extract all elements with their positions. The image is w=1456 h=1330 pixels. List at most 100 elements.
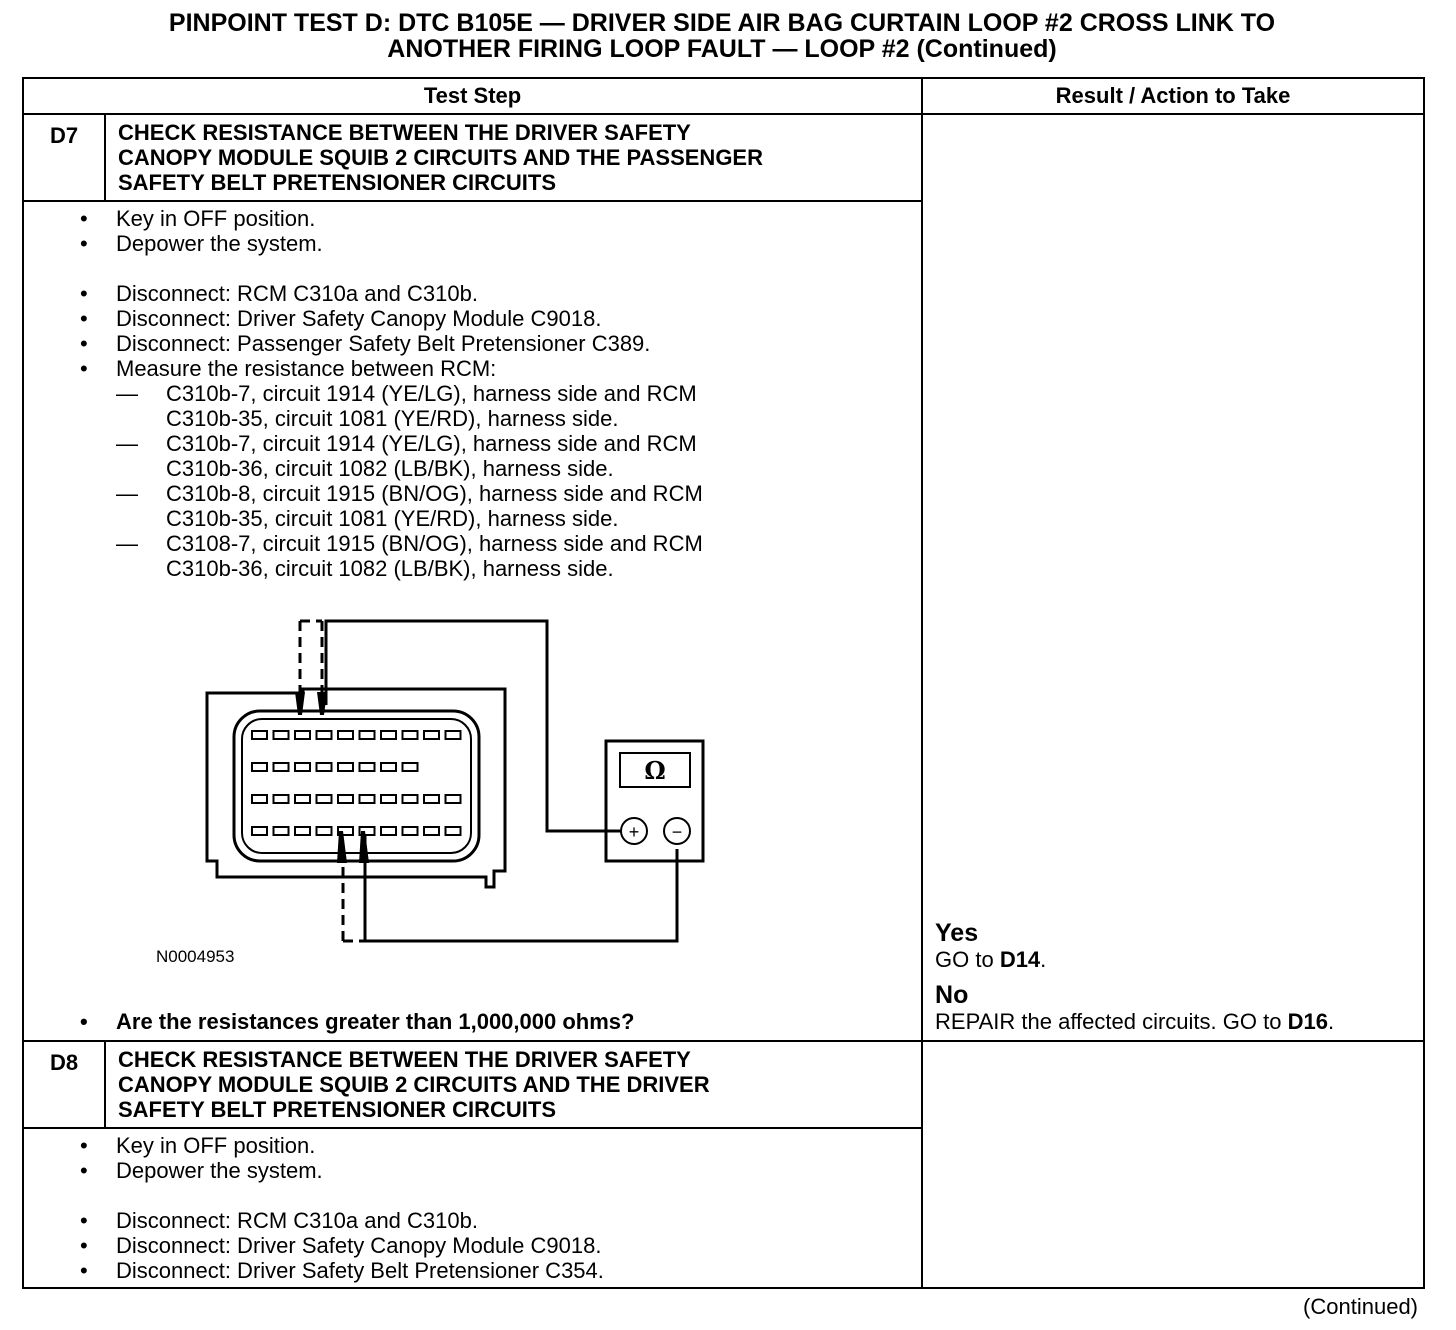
ohmmeter [604, 739, 705, 863]
d7-result-cell: Yes GO to D14. No REPAIR the affected ci… [921, 113, 1426, 1042]
list-item: Disconnect: Passenger Safety Belt Preten… [80, 331, 921, 356]
pin-cavity [294, 762, 311, 772]
pin-cavity [358, 794, 376, 804]
d7-no-action: REPAIR the affected circuits. GO to D16. [935, 1009, 1335, 1034]
pin-cavity [294, 794, 311, 804]
list-item: Disconnect: Driver Safety Canopy Module … [80, 1233, 921, 1258]
header-test-step: Test Step [21, 77, 924, 115]
d7-yes-label: Yes [935, 919, 979, 947]
list-item: Depower the system. [80, 1158, 921, 1183]
pin-cavity [251, 826, 268, 836]
title-line-2: ANOTHER FIRING LOOP FAULT — LOOP #2 (Con… [387, 35, 1057, 63]
d8-heading-row: D8 CHECK RESISTANCE BETWEEN THE DRIVER S… [22, 1040, 1426, 1289]
list-item: Depower the system. [80, 231, 921, 256]
pin-cavity [380, 794, 397, 804]
plus-terminal [620, 817, 648, 845]
measurement-item: C310b-8, circuit 1915 (BN/OG), harness s… [116, 481, 921, 531]
pin-cavity [423, 730, 440, 740]
d8-instructions: Key in OFF position. Depower the system.… [21, 1127, 924, 1289]
pin-cavity [444, 794, 462, 804]
minus-terminal [663, 817, 691, 845]
pin-cavity [358, 826, 376, 836]
pin-cavity [251, 794, 268, 804]
d7-question: Are the resistances greater than 1,000,0… [80, 1009, 635, 1034]
pin-cavity [315, 762, 333, 772]
d8-result-cell [921, 1040, 1426, 1289]
d7-instructions: Key in OFF position. Depower the system.… [21, 200, 924, 1042]
pin-cavity [315, 794, 333, 804]
d8-body-row: Key in OFF position. Depower the system.… [21, 1127, 1424, 1289]
list-item: Disconnect: RCM C310a and C310b. [80, 1208, 921, 1233]
d7-group-2: Disconnect: RCM C310a and C310b. Disconn… [24, 281, 921, 581]
probe-3 [337, 831, 347, 863]
pin-cavity [315, 826, 333, 836]
measurement-item: C310b-7, circuit 1914 (YE/LG), harness s… [116, 381, 921, 431]
figure-id: N0004953 [156, 947, 234, 966]
d8-heading: CHECK RESISTANCE BETWEEN THE DRIVER SAFE… [103, 1040, 924, 1129]
svg-text:+: + [629, 822, 640, 842]
list-item: Disconnect: RCM C310a and C310b. [80, 281, 921, 306]
pin-cavity [272, 762, 290, 772]
connector-housing [205, 687, 507, 889]
d7-question-list: Are the resistances greater than 1,000,0… [24, 1009, 635, 1034]
pin-cavity [358, 730, 376, 740]
pin-cavity [444, 730, 462, 740]
d8-step-id: D8 [22, 1040, 106, 1129]
list-item: Key in OFF position. [80, 1133, 921, 1158]
d7-heading-row: D7 CHECK RESISTANCE BETWEEN THE DRIVER S… [22, 113, 1426, 1042]
measurement-item: C310b-7, circuit 1914 (YE/LG), harness s… [116, 431, 921, 481]
wire-plus [324, 619, 621, 833]
pin-cavity [401, 794, 419, 804]
list-item: Disconnect: Driver Safety Canopy Module … [80, 306, 921, 331]
list-item: Disconnect: Driver Safety Belt Pretensio… [80, 1258, 921, 1283]
pin-cavity [380, 762, 397, 772]
pin-cavity [251, 762, 268, 772]
pin-cavity [315, 730, 333, 740]
probe-1 [295, 692, 305, 715]
d7-heading: CHECK RESISTANCE BETWEEN THE DRIVER SAFE… [103, 113, 924, 202]
d7-measurements: C310b-7, circuit 1914 (YE/LG), harness s… [116, 381, 921, 581]
d7-no-label: No [935, 981, 969, 1009]
pin-cavity [337, 730, 354, 740]
pin-cavity [380, 826, 397, 836]
pin-cavity [401, 762, 419, 772]
probe-4 [359, 831, 369, 863]
measurement-item: C3108-7, circuit 1915 (BN/OG), harness s… [116, 531, 921, 581]
title-line-1: PINPOINT TEST D: DTC B105E — DRIVER SIDE… [168, 9, 1276, 37]
pin-cavity [337, 794, 354, 804]
pin-cavity [423, 826, 440, 836]
pin-cavity [380, 730, 397, 740]
connector-face [232, 709, 481, 863]
d7-body-row: Key in OFF position. Depower the system.… [21, 200, 1424, 1042]
pin-cavity [423, 794, 440, 804]
d7-yes-action: GO to D14. [935, 947, 1047, 972]
list-item: Key in OFF position. [80, 206, 921, 231]
pin-cavity [444, 826, 462, 836]
header-result: Result / Action to Take [921, 77, 1426, 115]
table-header-row: Test Step Result / Action to Take [21, 77, 1426, 115]
d8-group-1: Key in OFF position. Depower the system. [24, 1133, 921, 1183]
pinpoint-test-table: Test Step Result / Action to Take D7 CHE… [21, 77, 1426, 1289]
pin-cavity [358, 762, 376, 772]
pin-cavity [401, 730, 419, 740]
pin-cavity [272, 826, 290, 836]
ohm-symbol: Ω [644, 756, 665, 785]
wire-minus [363, 835, 679, 943]
svg-text:−: − [672, 822, 683, 842]
pin-cavity [401, 826, 419, 836]
d8-group-2: Disconnect: RCM C310a and C310b. Disconn… [24, 1208, 921, 1283]
pin-cavity [294, 730, 311, 740]
d7-step-id: D7 [22, 113, 106, 202]
continued-note: (Continued) [1303, 1294, 1418, 1319]
page-title: PINPOINT TEST D: DTC B105E — DRIVER SIDE… [0, 10, 1444, 62]
pin-cavity [337, 826, 354, 836]
connector-ohmmeter-diagram: Ω + − N0004953 [156, 619, 705, 966]
pin-cavity [294, 826, 311, 836]
pin-cavity [272, 794, 290, 804]
pin-cavity [272, 730, 290, 740]
probe-2 [317, 692, 327, 715]
d7-group-1: Key in OFF position. Depower the system. [24, 206, 921, 256]
pin-cavity [251, 730, 268, 740]
list-item: Measure the resistance between RCM: C310… [80, 356, 921, 581]
pin-cavity [337, 762, 354, 772]
